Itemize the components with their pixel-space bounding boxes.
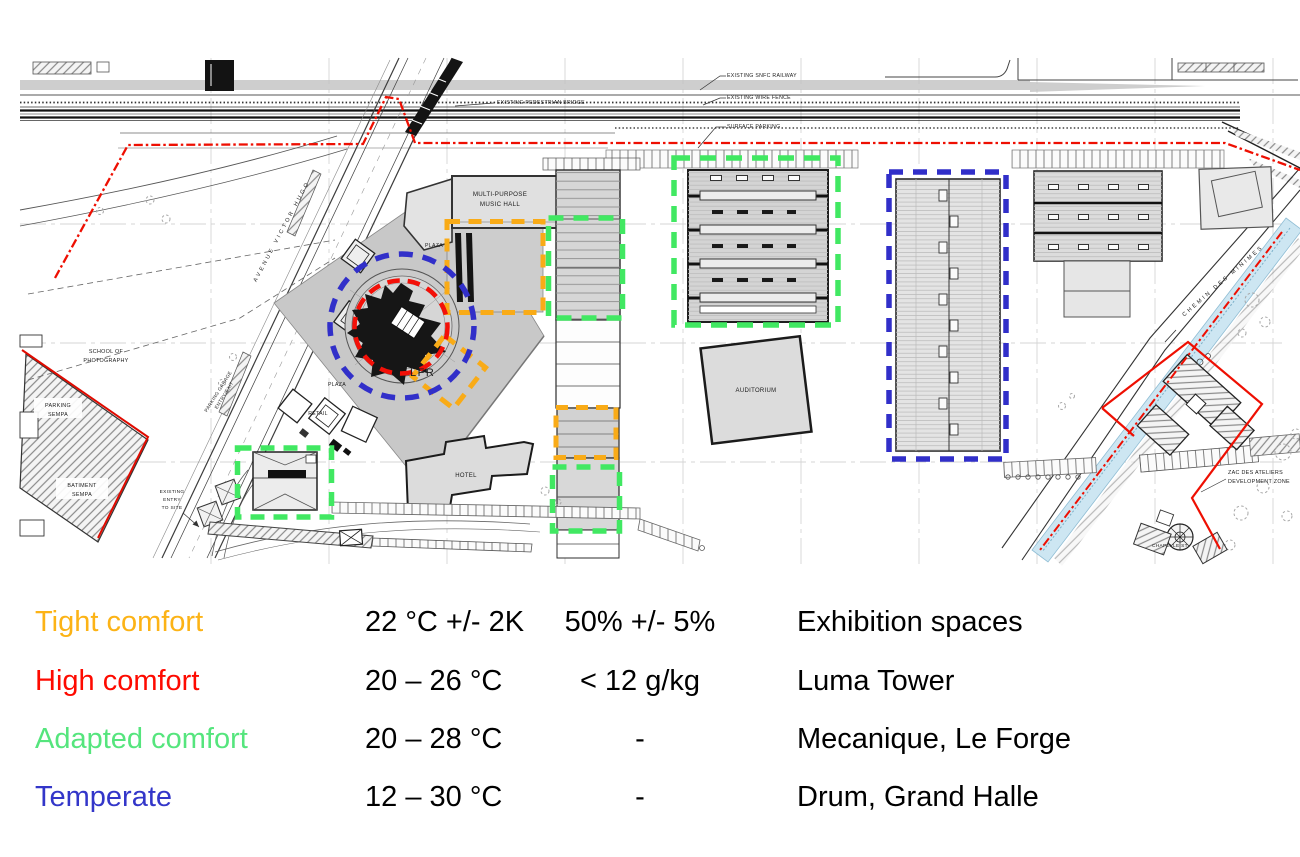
legend-humidity: - bbox=[635, 723, 645, 755]
auditorium-building bbox=[699, 334, 813, 446]
canal bbox=[1031, 217, 1300, 566]
legend-spaces: Drum, Grand Halle bbox=[797, 781, 1039, 813]
zone-high-tower-circle bbox=[352, 278, 450, 376]
legend-row-tight: Tight comfort 22 °C +/- 2K 50% +/- 5% Ex… bbox=[0, 606, 1300, 648]
label-pedestrian-bridge: EXISTING PEDESTRIAN BRIDGE bbox=[497, 100, 585, 106]
south-walkways bbox=[207, 433, 1300, 553]
site-plan: EXISTING SNFC RAILWAY EXISTING WIRE FENC… bbox=[19, 57, 1300, 566]
legend-temperature: 12 – 30 °C bbox=[365, 781, 503, 813]
legend-temperature: 22 °C +/- 2K bbox=[365, 606, 525, 638]
zone-adapted-strip-rect bbox=[545, 215, 626, 321]
legend-row-high: High comfort 20 – 26 °C < 12 g/kg Luma T… bbox=[0, 665, 1300, 707]
label-plaza-upper: PLAZA bbox=[425, 243, 443, 249]
label-existing-entry-1: EXISTING bbox=[160, 489, 185, 495]
comfort-zones bbox=[234, 155, 1009, 534]
label-plaza-lower: PLAZA bbox=[328, 382, 346, 388]
label-zac-1: ZAC DES ATELIERS bbox=[1228, 470, 1283, 476]
legend-label: Tight comfort bbox=[35, 606, 204, 638]
building-top-right bbox=[1198, 166, 1274, 230]
label-surface-parking: SURFACE PARKING bbox=[727, 124, 780, 130]
zone-adapted-forge-rect bbox=[234, 445, 335, 520]
batiment-sempa-building bbox=[19, 334, 150, 543]
label-existing-entry-2: ENTRY bbox=[163, 497, 181, 503]
label-music-hall-1: MULTI-PURPOSE bbox=[473, 191, 527, 198]
zone-temperate-drum-circle bbox=[327, 251, 477, 401]
legend-row-temperate: Temperate 12 – 30 °C - Drum, Grand Halle bbox=[0, 781, 1300, 823]
legend-temperature: 20 – 28 °C bbox=[365, 723, 503, 755]
site-boundary bbox=[53, 95, 1300, 551]
label-zac-2: DEVELOPMENT ZONE bbox=[1228, 479, 1290, 485]
surface-parking-row bbox=[605, 149, 1225, 169]
legend-label: Temperate bbox=[35, 781, 173, 813]
pedestrian-bridge bbox=[405, 58, 463, 136]
legend-humidity: 50% +/- 5% bbox=[564, 606, 716, 638]
grand-halle-building bbox=[895, 178, 1001, 452]
railway-corridor bbox=[20, 58, 1300, 188]
legend-temperature: 20 – 26 °C bbox=[365, 665, 503, 697]
label-retail: RETAIL bbox=[308, 411, 328, 417]
label-hotel: HOTEL bbox=[455, 473, 477, 479]
luma-tower-footprint bbox=[347, 283, 446, 385]
zone-tight-south-rect bbox=[553, 405, 619, 460]
comfort-legend: Tight comfort 22 °C +/- 2K 50% +/- 5% Ex… bbox=[0, 598, 1300, 848]
label-snfc-railway: EXISTING SNFC RAILWAY bbox=[727, 73, 797, 79]
legend-spaces: Luma Tower bbox=[797, 665, 955, 697]
ribbed-building-east bbox=[1033, 170, 1163, 318]
label-batiment-sempa-1: BATIMENT bbox=[67, 483, 97, 489]
label-wire-fence: EXISTING WIRE FENCE bbox=[727, 95, 791, 101]
label-parking-sempa-2: SEMPA bbox=[48, 412, 68, 418]
legend-spaces: Mecanique, Le Forge bbox=[797, 723, 1072, 755]
zone-adapted-south-rect bbox=[549, 464, 623, 534]
label-school-1: SCHOOL OF bbox=[89, 349, 124, 355]
legend-label: High comfort bbox=[35, 665, 200, 697]
label-school-2: PHOTOGRAPHY bbox=[83, 358, 128, 364]
legend-humidity: < 12 g/kg bbox=[579, 665, 701, 697]
label-street-bottom: CHAPELLE ST bbox=[1152, 543, 1188, 549]
label-avenue-victor-hugo: AVENUE VICTOR HUGO bbox=[253, 180, 312, 283]
label-lfr: LFR bbox=[410, 367, 435, 379]
label-parking-sempa-1: PARKING bbox=[45, 403, 71, 409]
label-auditorium: AUDITORIUM bbox=[736, 388, 777, 394]
label-existing-entry-3: TO SITE bbox=[162, 505, 183, 511]
mecanique-building bbox=[687, 169, 829, 323]
zac-cluster bbox=[1101, 340, 1264, 565]
legend-humidity: - bbox=[635, 781, 645, 813]
forge-annex-building bbox=[196, 451, 318, 528]
label-batiment-sempa-2: SEMPA bbox=[72, 492, 92, 498]
retail-cluster bbox=[277, 388, 379, 456]
legend-row-adapted: Adapted comfort 20 – 28 °C - Mecanique, … bbox=[0, 723, 1300, 765]
legend-label: Adapted comfort bbox=[35, 723, 248, 755]
trees bbox=[96, 195, 1300, 551]
label-music-hall-2: MUSIC HALL bbox=[480, 201, 520, 208]
legend-spaces: Exhibition spaces bbox=[797, 606, 1023, 638]
zone-temperate-grand-halle-rect bbox=[886, 169, 1009, 462]
school-boundary bbox=[27, 239, 336, 381]
label-patches bbox=[34, 398, 108, 499]
leader-lines bbox=[182, 75, 1227, 528]
zone-adapted-mecanique-rect bbox=[671, 155, 841, 328]
